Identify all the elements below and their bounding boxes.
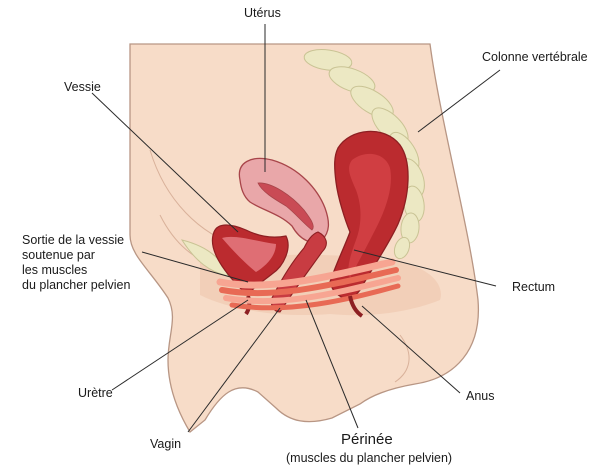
label-rectum: Rectum [512,280,556,294]
label-bladder-outlet-line1: Sortie de la vessie [22,233,125,247]
pelvic-floor-muscles [216,258,401,311]
leader-rectum [353,249,497,287]
leader-bladder [91,92,239,233]
leader-vagina [187,307,281,433]
label-bladder-outlet-line3: les muscles [22,263,88,277]
label-urethra: Urètre [78,386,113,400]
leader-lines [91,24,501,433]
leader-bladder-outlet [141,251,249,283]
uterine-cavity [257,182,314,231]
leader-perineum [305,299,359,429]
leader-anus [361,305,461,394]
buttock-line [394,334,410,383]
bladder-inner [222,236,276,272]
leader-spine [417,69,501,133]
anal-canal [348,295,364,318]
rectum-inner [348,153,391,278]
label-anus: Anus [466,389,495,403]
label-spine: Colonne vertébrale [482,50,588,64]
label-bladder-outlet-line2: soutenue par [22,248,95,262]
label-bladder: Vessie [64,80,101,94]
label-vagina: Vagin [150,437,182,451]
leader-urethra [111,299,249,391]
label-uterus: Utérus [244,6,281,20]
label-perineum-sub: (muscles du plancher pelvien) [286,451,453,465]
label-perineum: Périnée [341,431,393,448]
label-bladder-outlet: Sortie de la vessie soutenue par les mus… [22,233,130,293]
label-bladder-outlet-line4: du plancher pelvien [22,278,131,292]
